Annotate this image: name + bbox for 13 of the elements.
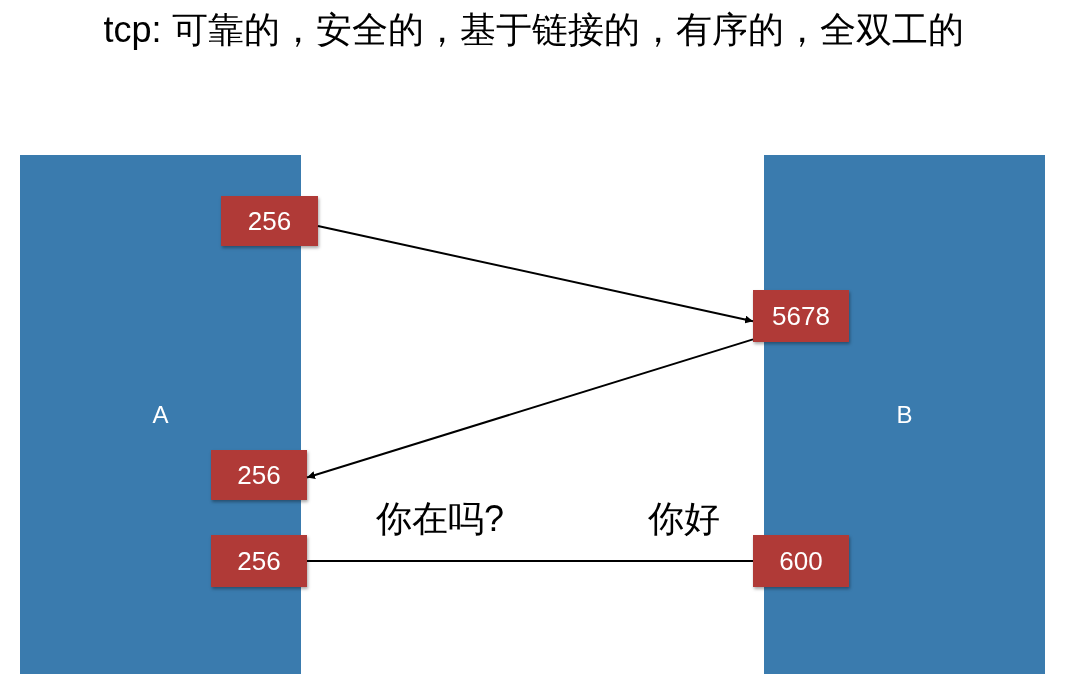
- arrow: [306, 338, 754, 479]
- port-box: 256: [221, 196, 318, 246]
- host-label: B: [895, 400, 914, 429]
- message-text: 你好: [648, 497, 720, 541]
- port-box: 5678: [753, 290, 849, 342]
- title: tcp: 可靠的，安全的，基于链接的，有序的，全双工的: [102, 8, 965, 52]
- message-text: 你在吗?: [376, 497, 505, 541]
- connection-line: [306, 560, 754, 562]
- host-panel: [764, 155, 1045, 674]
- host-label: A: [151, 400, 170, 429]
- host-panel: [20, 155, 301, 674]
- port-box: 600: [753, 535, 849, 587]
- arrow: [317, 225, 754, 324]
